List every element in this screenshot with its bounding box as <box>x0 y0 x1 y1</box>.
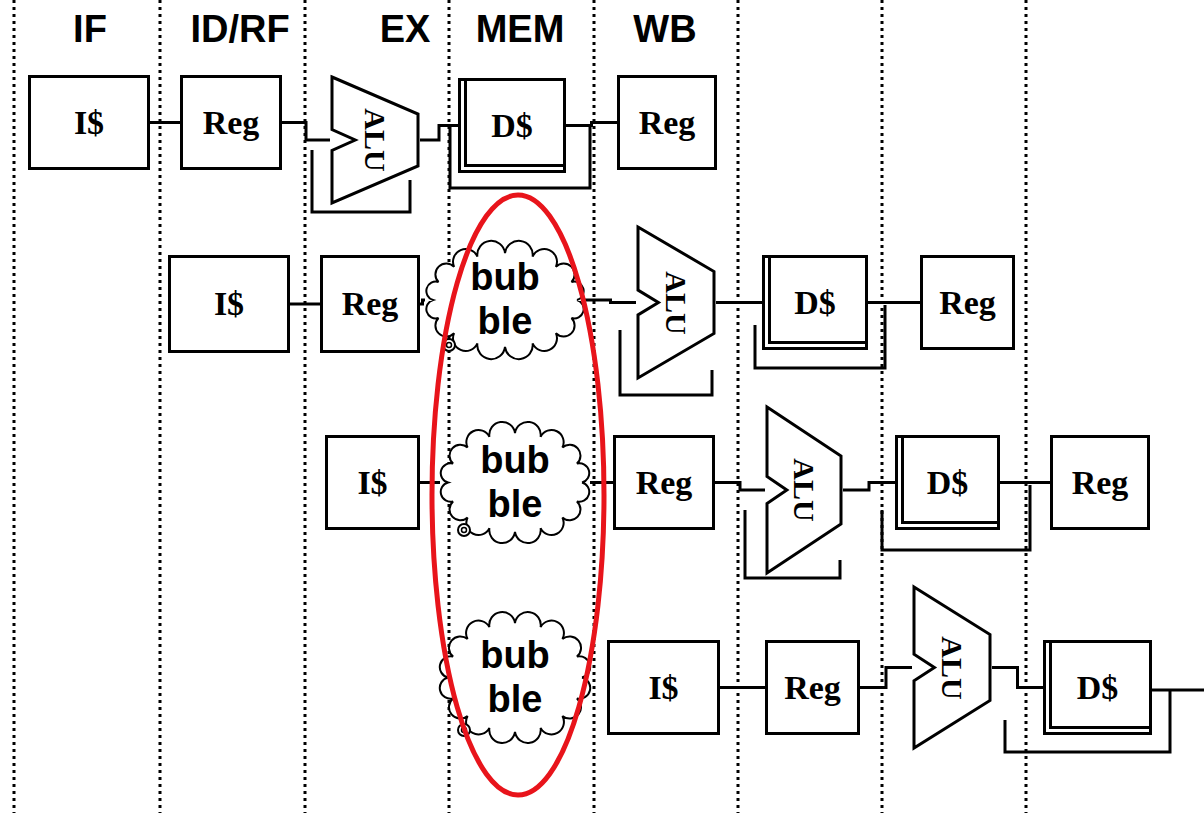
node-text: I$ <box>74 106 104 140</box>
node-text: ALU <box>360 108 390 171</box>
bypass-wire <box>312 125 1204 752</box>
stage-box: Reg <box>920 255 1015 350</box>
stage-box: Reg <box>613 435 715 530</box>
pipeline-wire <box>585 300 636 303</box>
node-text: D$ <box>927 466 969 500</box>
node-text: Reg <box>636 466 693 500</box>
stage-box: I$ <box>325 435 420 530</box>
node-text: bub ble <box>465 256 545 343</box>
node-text: ALU <box>661 271 691 334</box>
node-text: ALU <box>789 458 819 521</box>
pipeline-wire <box>992 668 1043 688</box>
pipeline-wire <box>566 123 617 126</box>
alu-shape: ALU <box>636 225 716 380</box>
node-text: Reg <box>342 287 399 321</box>
node-text: I$ <box>214 287 244 321</box>
pipeline-wire <box>716 301 762 304</box>
pipeline-wire <box>715 483 765 491</box>
stage-box: I$ <box>607 640 720 735</box>
bubble-cloud: bub ble <box>440 615 590 740</box>
alu-shape: ALU <box>765 405 843 575</box>
bubble-cloud: bub ble <box>425 245 585 355</box>
node-text: D$ <box>1077 671 1119 705</box>
node-text: bub ble <box>475 634 555 721</box>
pipeline-wire <box>150 121 180 124</box>
stage-box: Reg <box>617 75 717 170</box>
stage-label: EX <box>380 10 431 48</box>
stage-box: Reg <box>1050 435 1150 530</box>
stage-divider <box>14 0 1026 813</box>
stage-box: I$ <box>28 75 150 170</box>
bubble-cloud: bub ble <box>440 425 590 540</box>
node-text: Reg <box>1072 466 1129 500</box>
pipeline-wire <box>843 483 895 491</box>
pipeline-wire <box>860 668 912 688</box>
stage-label: WB <box>633 10 696 48</box>
stage-label: MEM <box>476 10 565 48</box>
stage-label: ID/RF <box>190 10 289 48</box>
stage-box: Reg <box>765 640 860 735</box>
alu-shape: ALU <box>330 75 420 205</box>
stage-box: I$ <box>168 255 290 353</box>
pipeline-wire <box>868 301 920 304</box>
node-text: I$ <box>648 671 678 705</box>
pipeline-wire <box>420 481 440 484</box>
node-text: Reg <box>203 106 260 140</box>
pipeline-wire <box>420 300 425 304</box>
pipeline-wire <box>290 303 320 306</box>
stage-box: D$ <box>762 255 868 350</box>
stage-box: Reg <box>180 75 282 170</box>
stage-label: IF <box>73 10 107 48</box>
node-text: D$ <box>794 286 836 320</box>
stage-box: D$ <box>1043 640 1152 735</box>
pipeline-wire <box>420 126 458 141</box>
pipeline-wire <box>1000 481 1050 484</box>
node-text: bub ble <box>475 439 555 526</box>
alu-shape: ALU <box>912 585 992 750</box>
stage-box: D$ <box>895 435 1000 530</box>
pipeline-wire <box>282 123 330 141</box>
node-text: I$ <box>357 466 387 500</box>
node-text: ALU <box>937 636 967 699</box>
node-text: D$ <box>491 109 533 143</box>
pipeline-wire <box>720 686 765 689</box>
node-text: Reg <box>784 671 841 705</box>
stage-box: D$ <box>458 78 566 173</box>
node-text: Reg <box>639 106 696 140</box>
pipeline-wire <box>590 481 613 484</box>
node-text: Reg <box>939 286 996 320</box>
stage-box: Reg <box>320 255 420 353</box>
